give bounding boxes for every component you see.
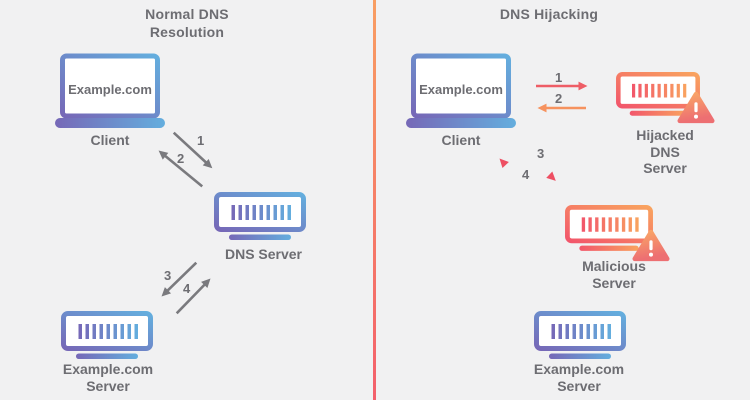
hijacked-dns-server-icon [616,72,700,116]
client-screen-text: Example.com [419,82,503,97]
arrow-step1-icon [169,128,217,173]
client-label: Client [90,132,130,148]
dns-server-icon [214,192,306,240]
malicious-server-icon [565,205,653,251]
right-panel-title: DNS Hijacking [499,6,599,22]
origin-server-icon [534,311,626,359]
arrow-step3-icon [513,140,560,186]
panel-divider [373,0,376,400]
step-number: 1 [197,133,205,148]
step-number: 3 [537,146,545,161]
arrow-step1-icon [535,80,588,92]
client-label: Client [441,132,481,148]
step-number: 1 [555,70,563,85]
arrow-step2-icon [537,102,587,114]
step-number: 2 [555,91,563,106]
step-number: 4 [183,281,191,296]
origin-server-label: Example.com Server [62,361,154,394]
arrow-step3-icon [157,258,201,301]
arrow-step2-icon [154,146,206,192]
warning-icon [632,228,670,263]
warning-icon [677,90,715,125]
step-number: 4 [522,167,530,182]
client-laptop-icon: Example.com [55,53,165,130]
step-number: 3 [164,268,172,283]
left-panel-title: Normal DNS Resolution [145,6,229,40]
arrow-step4-icon [495,154,542,202]
malicious-server-label: Malicious Server [582,258,646,291]
step-number: 2 [177,151,185,166]
origin-server-icon [61,311,153,359]
origin-server-label: Example.com Server [533,361,625,394]
client-laptop-icon: Example.com [406,53,516,130]
client-screen-text: Example.com [68,82,152,97]
hijacked-dns-server-label: Hijacked DNS Server [636,127,694,177]
dns-server-label: DNS Server [224,246,303,262]
arrow-step4-icon [172,274,215,318]
